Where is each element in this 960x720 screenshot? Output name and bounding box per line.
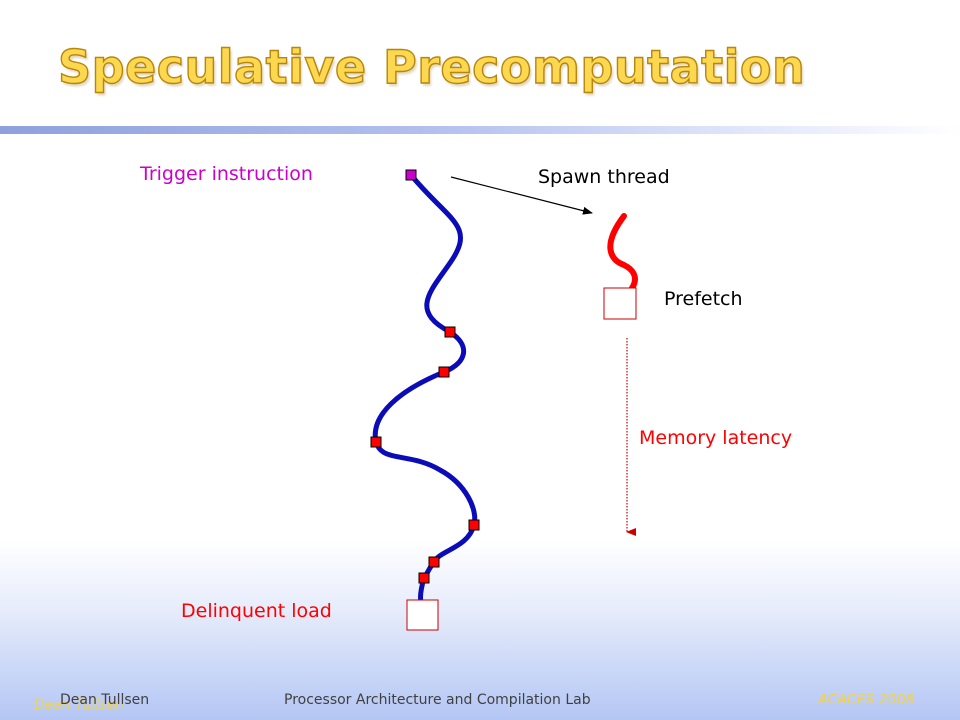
slide-title: Speculative Precomputation bbox=[57, 39, 806, 94]
trigger-instruction-label: Trigger instruction bbox=[140, 163, 313, 185]
spawn-thread-label: Spawn thread bbox=[538, 166, 670, 188]
footer-author-logo: Dean Tullsen bbox=[34, 697, 124, 713]
prefetch-label: Prefetch bbox=[664, 288, 743, 310]
load-marker bbox=[468, 519, 480, 531]
prefetch-box bbox=[603, 287, 637, 320]
footer-author: Dean Tullsen bbox=[60, 692, 150, 708]
footer-event: ACACES 2008 bbox=[818, 692, 915, 708]
spawn-arrow bbox=[450, 176, 593, 215]
spawned-thread-path bbox=[607, 213, 638, 291]
delinquent-load-box bbox=[406, 599, 439, 631]
memory-latency-label: Memory latency bbox=[639, 427, 793, 449]
load-marker bbox=[428, 556, 440, 568]
load-marker bbox=[418, 572, 430, 584]
main-thread-path bbox=[372, 172, 478, 605]
load-marker bbox=[438, 366, 450, 378]
load-marker bbox=[444, 326, 456, 338]
trigger-instruction-marker bbox=[405, 169, 417, 181]
delinquent-load-label: Delinquent load bbox=[181, 600, 332, 622]
title-underline bbox=[0, 126, 960, 134]
footer-lab: Processor Architecture and Compilation L… bbox=[284, 692, 591, 708]
load-marker bbox=[370, 436, 382, 448]
